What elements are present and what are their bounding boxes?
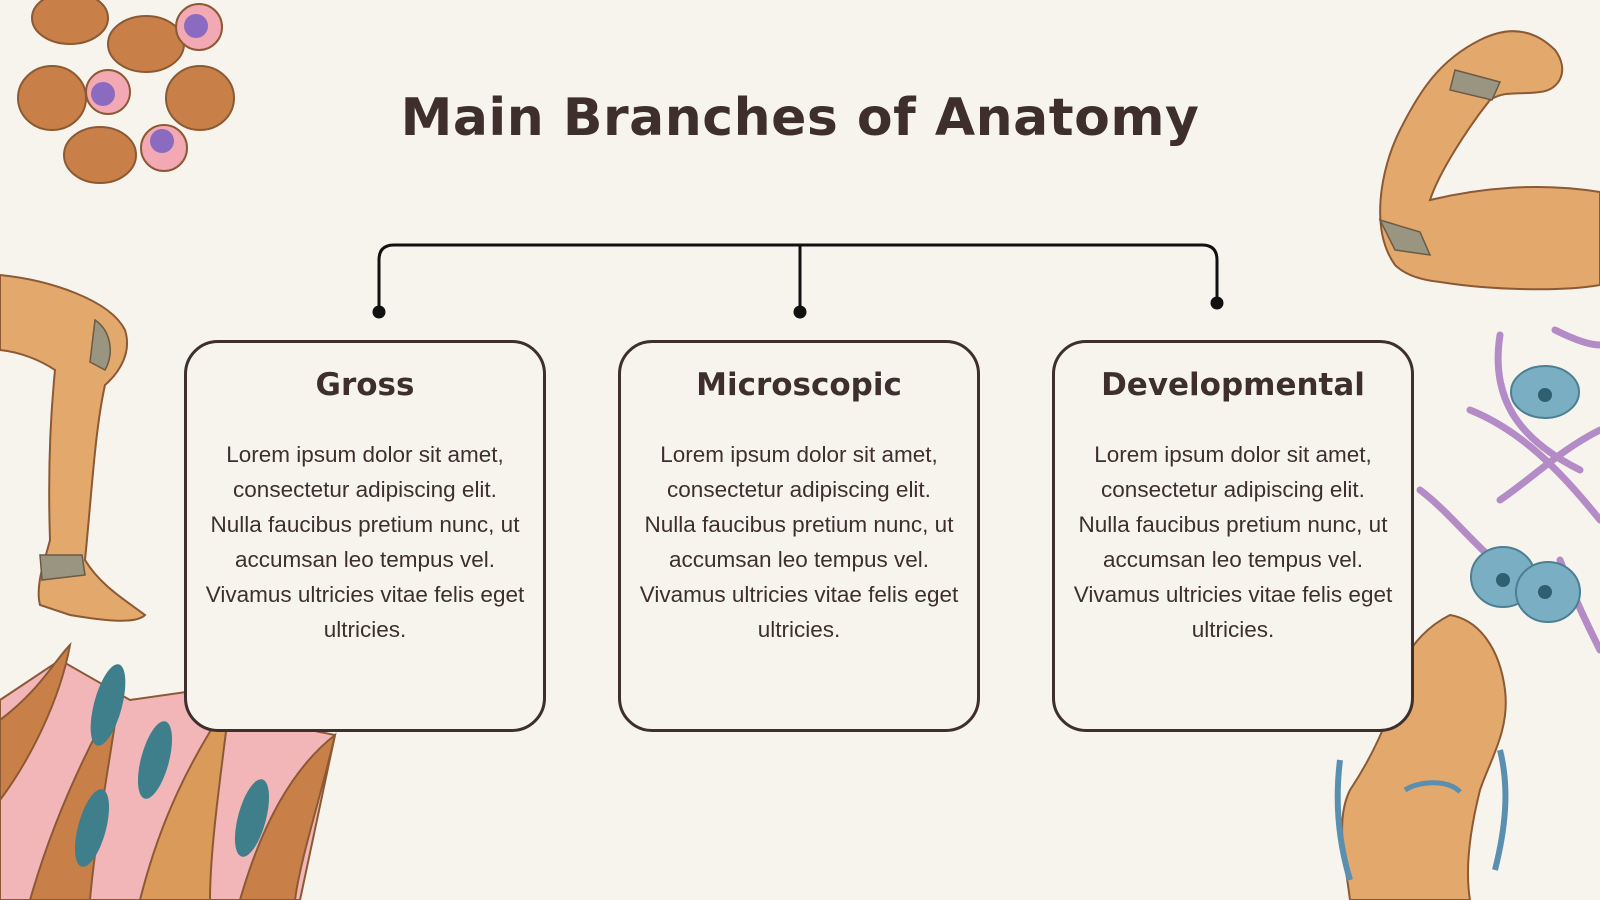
blue-cells (1470, 365, 1581, 623)
leg-muscles-illustration (0, 273, 147, 622)
page-title: Main Branches of Anatomy (400, 88, 1200, 148)
card-heading: Gross (315, 367, 415, 403)
card-gross: Gross Lorem ipsum dolor sit amet, consec… (184, 340, 546, 732)
card-body: Lorem ipsum dolor sit amet, consectetur … (1073, 442, 1393, 642)
card-microscopic: Microscopic Lorem ipsum dolor sit amet, … (618, 340, 980, 732)
card-heading: Developmental (1101, 367, 1365, 403)
card-body: Lorem ipsum dolor sit amet, consectetur … (205, 442, 525, 642)
connector-dot-gross (372, 305, 386, 319)
knee-joint-illustration (1334, 613, 1509, 900)
card-heading: Microscopic (696, 367, 902, 403)
blood-cells-illustration (17, 0, 235, 184)
card-body: Lorem ipsum dolor sit amet, consectetur … (639, 442, 959, 642)
connector-dot-microscopic (793, 305, 807, 319)
card-developmental: Developmental Lorem ipsum dolor sit amet… (1052, 340, 1414, 732)
connector-dot-developmental (1210, 296, 1224, 310)
flexed-arm-illustration (1378, 30, 1600, 291)
